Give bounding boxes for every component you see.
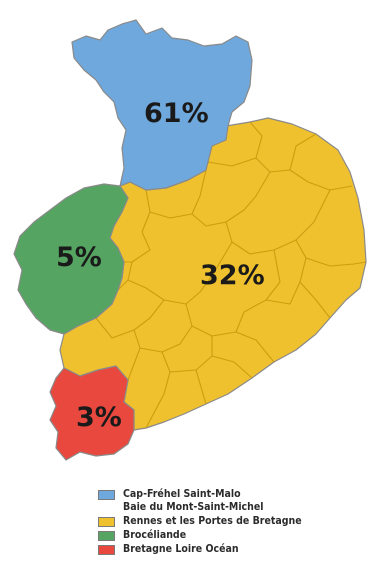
region-loire-ocean[interactable] — [49, 365, 135, 461]
map: 61% 32% 5% 3% — [13, 19, 367, 461]
legend-label-broceliande: Brocéliande — [123, 529, 187, 541]
legend-label-saint-malo: Cap-Fréhel Saint-Malo Baie du Mont-Saint… — [123, 488, 264, 513]
legend-swatch-rennes — [98, 517, 115, 527]
label-rennes: 32% — [200, 260, 265, 291]
legend-swatch-saint-malo — [98, 490, 115, 500]
label-broceliande: 5% — [56, 242, 102, 273]
legend-item-broceliande: Brocéliande — [98, 529, 368, 542]
legend: Cap-Fréhel Saint-Malo Baie du Mont-Saint… — [98, 488, 368, 557]
label-loire-ocean: 3% — [76, 402, 122, 433]
legend-item-rennes: Rennes et les Portes de Bretagne — [98, 515, 368, 528]
legend-item-loire-ocean: Bretagne Loire Océan — [98, 543, 368, 556]
region-broceliande[interactable] — [13, 183, 129, 335]
legend-swatch-loire-ocean — [98, 545, 115, 555]
legend-item-saint-malo: Cap-Fréhel Saint-Malo Baie du Mont-Saint… — [98, 488, 368, 514]
region-saint-malo[interactable] — [71, 19, 253, 191]
legend-swatch-broceliande — [98, 531, 115, 541]
legend-label-loire-ocean: Bretagne Loire Océan — [123, 543, 239, 555]
label-saint-malo: 61% — [144, 98, 209, 129]
legend-label-rennes: Rennes et les Portes de Bretagne — [123, 515, 302, 527]
